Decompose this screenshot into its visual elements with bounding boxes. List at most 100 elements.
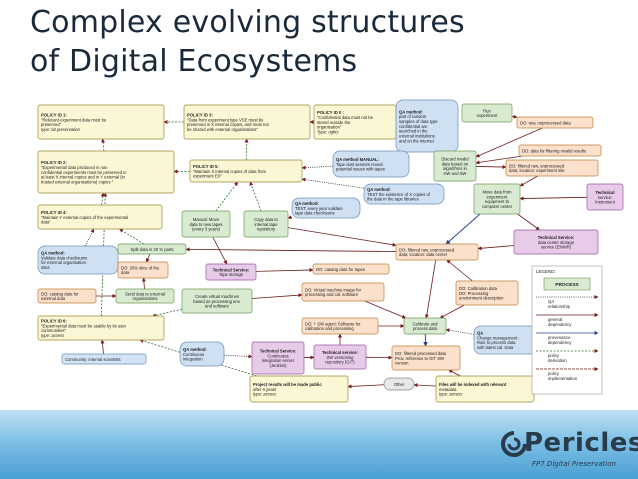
edge-discard-to-do-filtered xyxy=(475,164,507,169)
node-p6: POLICY ID 6:"Experimental data must be u… xyxy=(37,315,165,341)
node-do-filter: DO: data for filtering invalid results xyxy=(518,144,602,157)
node-text-line: Create virtual machines xyxy=(195,294,239,299)
node-text-line: QA xyxy=(477,331,483,336)
node-text-line: Continuous xyxy=(267,353,288,358)
node-text-line: "Maintain X internal copies of data from xyxy=(193,169,266,174)
node-text-line: Technical Service: xyxy=(538,235,574,240)
node-text-line: environment description xyxy=(459,296,504,301)
node-text-line: Manual: Move xyxy=(193,217,220,222)
node-text-line: Technical service: xyxy=(322,350,358,355)
node-text-line: version xyxy=(395,361,409,366)
node-box xyxy=(189,159,303,183)
node-text-line: type: bit preservation xyxy=(41,127,81,132)
node-box xyxy=(179,341,225,367)
legend-label-generic: dependency xyxy=(548,322,572,327)
node-other: Other xyxy=(383,377,415,391)
edge-do-filtered-to-move xyxy=(519,175,539,187)
node-text-line: Copy data to xyxy=(254,217,278,222)
node-box xyxy=(301,317,379,335)
edge-p2-to-p1 xyxy=(101,138,106,152)
node-text-line: potential issues with tapes xyxy=(336,167,385,172)
node-box xyxy=(183,104,311,140)
node-text-line: and on the internet xyxy=(399,138,435,143)
node-do-raw: DO: raw, unprocessed data xyxy=(516,116,594,129)
node-box xyxy=(403,317,447,335)
node-p-index: Files will be indexed with relevantmetad… xyxy=(435,375,535,403)
node-text-line: (Jenkins) xyxy=(270,363,288,368)
edge-qa-test-to-p5 xyxy=(301,177,365,189)
node-box xyxy=(586,183,624,211)
edge-do-calib-to-calibrate xyxy=(439,304,465,319)
node-p4: POLICY ID 4:"Maintain Y external copies … xyxy=(37,204,163,230)
edge-ts-tape-to-do-catalog-tapes xyxy=(255,268,314,273)
node-text-line: POLICY ID 2: xyxy=(41,160,67,165)
node-p0: POLICY ID 0 :"Confidential data must not… xyxy=(313,104,397,140)
node-p2: POLICY ID 2:"Experimental data produced … xyxy=(37,150,175,194)
edge-do-filtered-dc-to-calibrate xyxy=(424,259,437,319)
node-p-public: Project results will be made publicafter… xyxy=(249,375,349,403)
edge-split-to-do-20 xyxy=(145,253,151,263)
node-p3: POLICY ID 3:"Data from experiment type V… xyxy=(183,104,311,140)
node-text-line: data; location: experiment site xyxy=(509,168,565,173)
node-text-line: internal tape xyxy=(254,222,278,227)
edge-qa-tape-to-copy xyxy=(287,215,293,220)
node-box xyxy=(205,263,257,281)
node-text-line: trusted external organisations) copies " xyxy=(41,179,114,184)
node-text-line: data; location: data center xyxy=(399,252,448,257)
node-text-line: experiment xyxy=(487,194,509,199)
node-text-line: POLICY ID 4: xyxy=(41,210,67,215)
node-box xyxy=(455,280,519,306)
node-text-line: DO: filtered processed data xyxy=(395,351,447,356)
legend-label-implementation: implementation xyxy=(548,376,578,381)
node-text-line: Calibrate and xyxy=(413,321,439,326)
node-box xyxy=(37,315,165,341)
node-text-line: DO: filtered raw, unprocessed xyxy=(509,163,565,168)
edge-do-vm-to-calibrate xyxy=(364,300,407,319)
node-box xyxy=(505,159,599,177)
legend-label-derivation: derivation xyxy=(548,358,567,363)
node-text-line: calibration and processing xyxy=(305,326,354,331)
legend-label-derivation: policy xyxy=(548,353,560,358)
node-text-line: based on processing env. xyxy=(193,299,240,304)
node-text-line: QA method: xyxy=(399,109,423,114)
edge-do-filter-to-discard xyxy=(475,155,523,165)
node-text-line: (every 3 years) xyxy=(192,227,221,232)
node-text-line: "Maintain Y external copies of the exper… xyxy=(41,215,128,220)
node-box xyxy=(516,116,594,129)
node-text-line: DO: filtered raw, unprocessed xyxy=(399,247,455,252)
node-box xyxy=(61,353,147,365)
edge-create-vm-to-p6 xyxy=(152,308,183,318)
node-box xyxy=(291,197,361,219)
node-text-line: DO: Processing xyxy=(459,291,489,296)
node-text-line: be shared with external organisations" xyxy=(187,127,258,132)
node-text-line: Files will be indexed with relevant xyxy=(439,382,507,387)
node-text-line: Rule to process data xyxy=(477,340,516,345)
ecosystem-diagram: POLICY ID 1:"Relevant experiment data mu… xyxy=(37,99,624,403)
node-text-line: QA method: xyxy=(41,251,65,256)
node-text-line: Technical Service: xyxy=(260,349,296,354)
node-do-vm: DO: Virtual machine image forprocessing … xyxy=(301,282,385,302)
node-box xyxy=(461,103,513,123)
node-text-line: Community: internal scientists xyxy=(65,357,121,362)
node-box xyxy=(301,282,385,302)
node-text-line: data center storage xyxy=(538,240,575,245)
node-text-line: Validate data checksums xyxy=(41,255,87,260)
node-box xyxy=(363,183,445,205)
logo-wordmark: Pericles xyxy=(524,428,638,458)
node-text-line: preserved in X internal copies, and must… xyxy=(187,122,270,127)
node-text-line: "Relevant experiment data must be xyxy=(41,117,107,122)
node-text-line: service (ENNIR) xyxy=(541,245,572,250)
logo-swirl-icon xyxy=(501,431,527,457)
edge-p-index-to-do-processed xyxy=(448,369,461,377)
node-text-line: Discard invalid xyxy=(441,157,469,162)
